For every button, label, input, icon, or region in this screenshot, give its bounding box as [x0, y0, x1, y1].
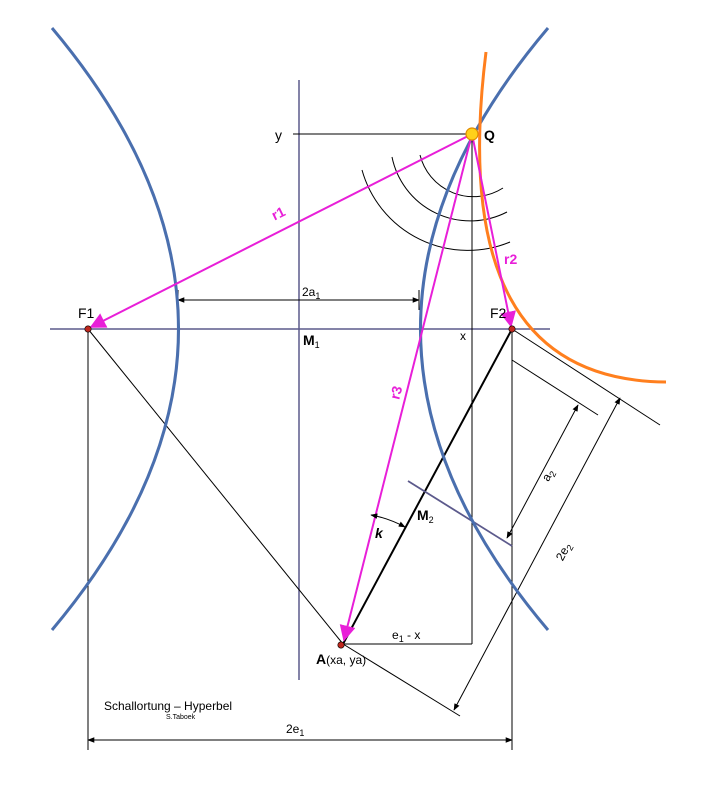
- label-r3: r3: [387, 384, 406, 401]
- label-m2: M2: [417, 507, 434, 525]
- label-a2-sub: 2: [547, 469, 558, 478]
- label-m1-main: M: [303, 332, 315, 348]
- diagram-author: S.Taboek: [166, 714, 196, 721]
- label-e1-sub: 1: [399, 634, 404, 644]
- label-m2-main: M: [417, 507, 429, 523]
- label-2a1: 2a1: [302, 285, 320, 301]
- label-2e1-main: 2e: [286, 722, 300, 736]
- f2-to-a-segment: [342, 328, 513, 645]
- hyperbola-right-branch: [419, 27, 550, 631]
- label-2e2-main: 2e: [553, 544, 572, 563]
- label-2a1-sub: 1: [315, 291, 320, 301]
- label-a2: a2: [539, 467, 559, 485]
- diagram-title: Schallortung – Hyperbel: [104, 699, 232, 713]
- vector-r1: [89, 133, 473, 328]
- point-f1: [84, 325, 92, 333]
- label-e1-tail: - x: [404, 628, 421, 642]
- f1-to-a-line: [87, 328, 344, 645]
- vector-r3: [339, 133, 473, 642]
- point-q: [465, 127, 479, 141]
- label-x: x: [460, 329, 466, 343]
- label-e1-main: e: [392, 628, 399, 642]
- wave-arc-3: [361, 169, 511, 251]
- label-m2-sub: 2: [429, 515, 434, 525]
- label-q: Q: [484, 127, 495, 143]
- label-a-coords: (xa, ya): [326, 653, 366, 667]
- label-f1: F1: [78, 305, 95, 321]
- label-r2: r2: [504, 251, 517, 267]
- label-y: y: [275, 127, 282, 143]
- point-f2: [508, 325, 516, 333]
- wave-arc-1: [419, 154, 504, 198]
- a-extension-line: [342, 643, 461, 717]
- label-m1-sub: 1: [315, 340, 320, 350]
- vector-r2: [471, 133, 516, 328]
- label-2e2: 2e2: [553, 540, 576, 564]
- hyperbola-orange: [478, 51, 667, 384]
- point-a: [337, 641, 345, 649]
- f2-extension-line-1: [511, 328, 661, 426]
- dimension-2e2: [453, 397, 621, 711]
- label-a-point: A(xa, ya): [316, 651, 366, 667]
- label-f2: F2: [490, 305, 507, 321]
- label-m1: M1: [303, 332, 320, 350]
- label-k: k: [375, 525, 384, 541]
- label-2e1-sub: 1: [299, 728, 304, 738]
- angle-k-arc: [370, 513, 406, 528]
- label-2a1-main: 2a: [302, 285, 316, 299]
- label-e1-minus-x: e1 - x: [392, 628, 420, 644]
- label-a-bold: A: [316, 651, 326, 667]
- label-2e2-sub: 2: [564, 543, 575, 552]
- hyperbola-left-branch: [50, 27, 180, 631]
- label-2e1: 2e1: [286, 722, 304, 738]
- label-r1: r1: [269, 203, 288, 223]
